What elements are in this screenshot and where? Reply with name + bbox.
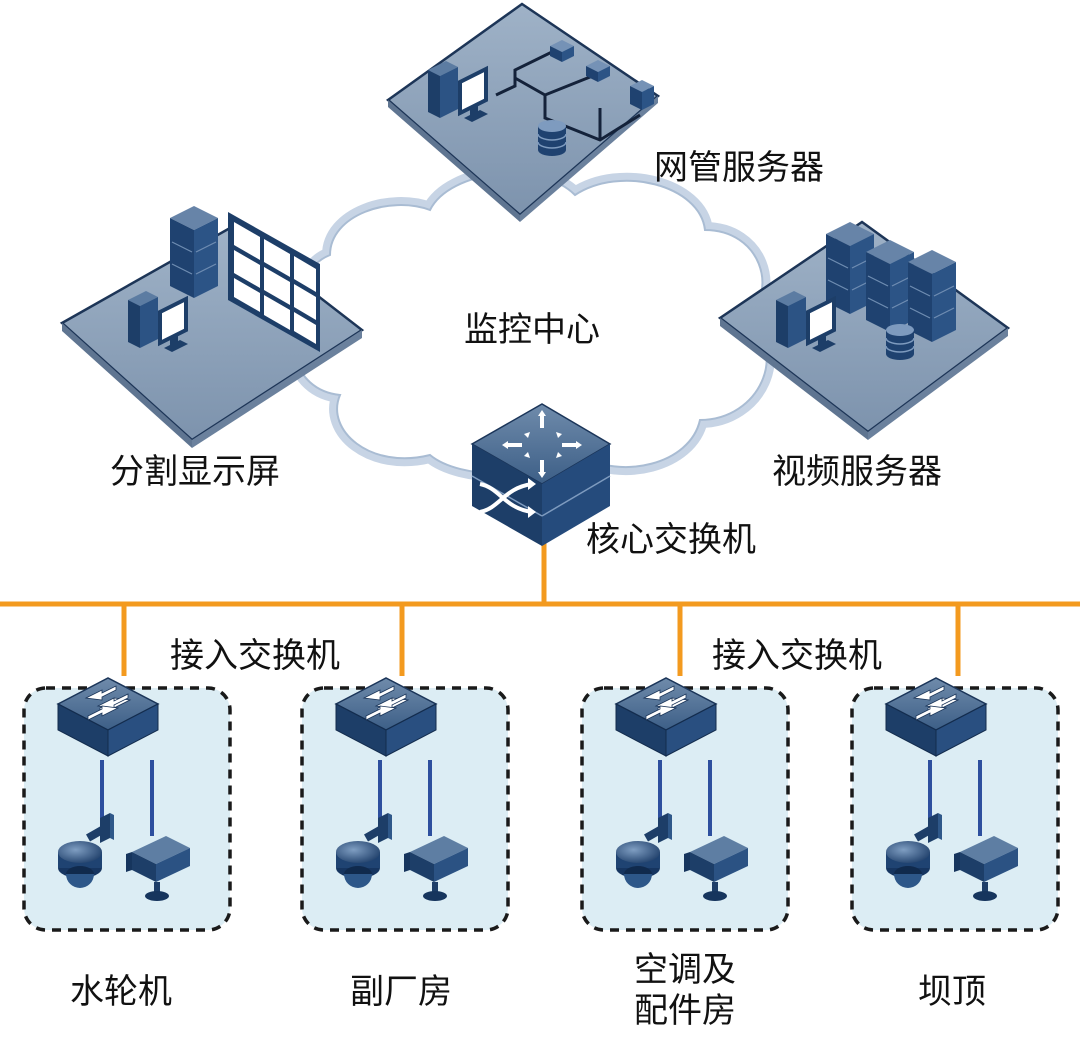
monitor-center-label: 监控中心 <box>464 310 600 350</box>
access-switch-label-right: 接入交换机 <box>712 636 882 676</box>
site-label-1: 水轮机 <box>70 972 172 1012</box>
trunk-line <box>0 540 1080 676</box>
split-display-platform <box>59 205 365 448</box>
site-equipment-2 <box>335 677 468 901</box>
video-wall <box>228 212 320 352</box>
nms-server-label: 网管服务器 <box>654 148 824 188</box>
core-switch <box>470 403 612 546</box>
site-label-3: 空调及 配件房 <box>634 950 736 1032</box>
site-label-3-line2: 配件房 <box>634 990 736 1031</box>
access-switch-label-left: 接入交换机 <box>170 636 340 676</box>
site-label-3-line1: 空调及 <box>634 950 736 990</box>
site-label-4: 坝顶 <box>918 972 986 1012</box>
site-label-2: 副厂房 <box>350 972 452 1012</box>
video-server-platform <box>717 220 1011 440</box>
monitor-center-cloud <box>287 165 775 482</box>
site-equipment-4 <box>885 677 1018 901</box>
site-equipment-3 <box>615 677 748 901</box>
video-server-label: 视频服务器 <box>772 452 942 492</box>
split-display-label: 分割显示屏 <box>110 452 280 492</box>
site-equipment-1 <box>57 677 190 901</box>
nms-server-platform <box>385 2 661 222</box>
core-switch-label: 核心交换机 <box>586 520 756 560</box>
